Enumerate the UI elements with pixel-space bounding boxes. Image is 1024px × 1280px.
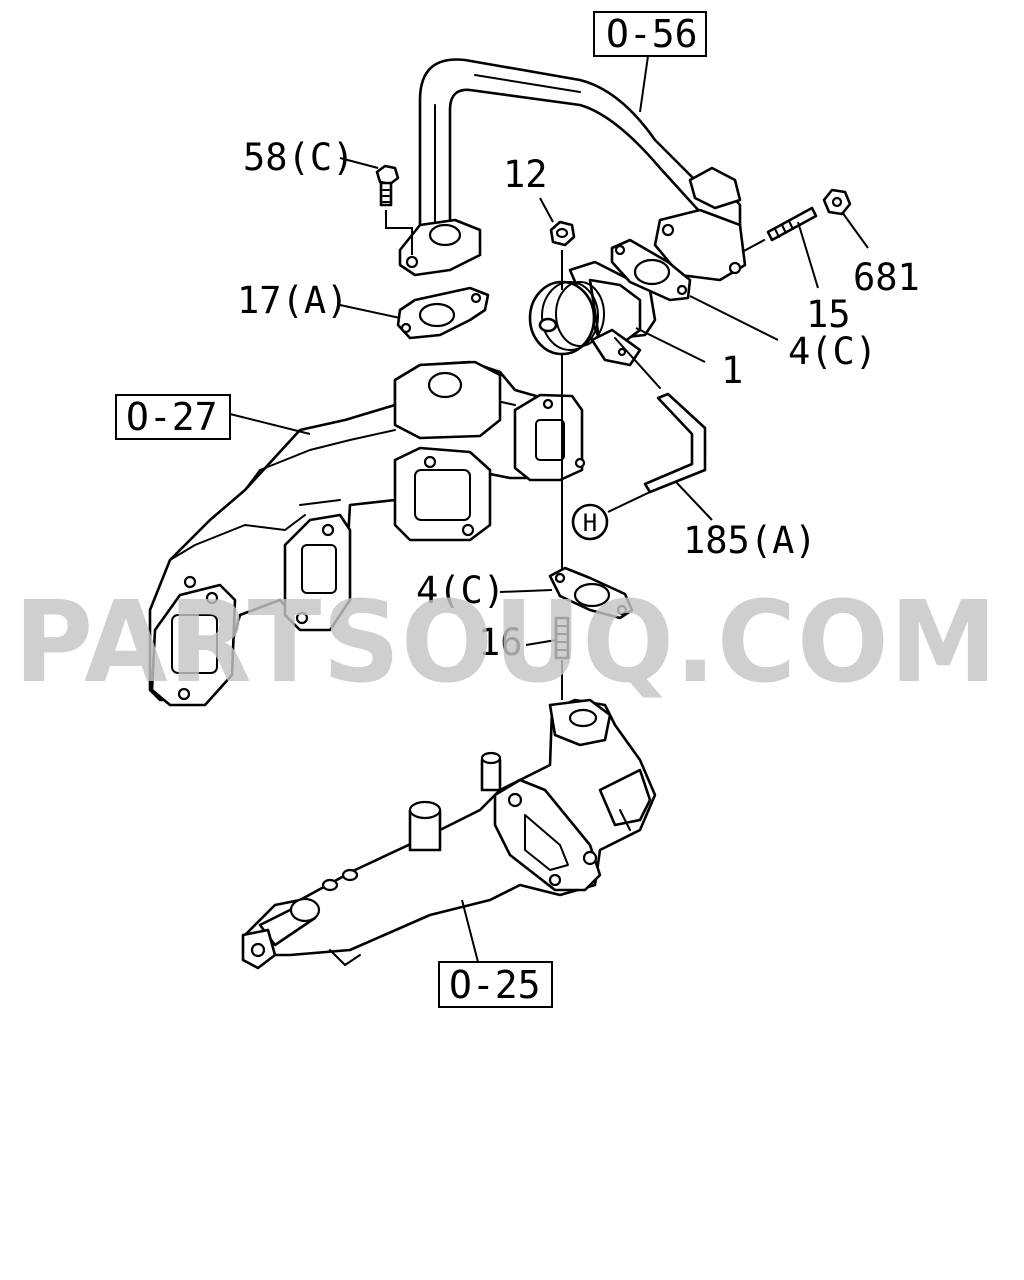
stud-long-leader: [797, 221, 819, 289]
svg-text:O-56: O-56: [606, 12, 698, 56]
callout-egr-valve: 1: [721, 349, 743, 392]
gasket-c-upper: [610, 238, 692, 302]
callout-gasket-c-lower: 4(C): [416, 569, 505, 612]
gasket-a-leader: [339, 304, 401, 319]
stud-long: [766, 206, 818, 242]
egr-valve: [528, 260, 661, 389]
gasket-c-lower: [548, 566, 634, 620]
bolt: [375, 164, 400, 207]
ref-left-leader: [229, 413, 311, 435]
stud-short-leader: [525, 639, 557, 646]
egr-pipe: [398, 58, 747, 282]
bolt-leader: [339, 157, 379, 169]
gasket-a: [396, 286, 490, 340]
flange-nut: [822, 188, 852, 216]
bolt-assembly-line: [385, 210, 413, 255]
callout-flange-nut: 681: [853, 256, 920, 299]
gasket-c-upper-leader: [689, 295, 779, 341]
callout-gasket-c-upper: 4(C): [788, 330, 877, 373]
intake-manifold: [241, 698, 657, 970]
ref-top-leader: [639, 55, 649, 113]
ref-bottom-leader: [461, 899, 479, 963]
hose-leader: [675, 481, 713, 521]
ref-box-left: O-27: [115, 394, 231, 440]
callout-stud-short: 16: [478, 621, 523, 664]
nut-top-leader: [539, 197, 554, 223]
svg-text:O-27: O-27: [126, 395, 218, 439]
callout-hose: 185(A): [683, 519, 817, 562]
stud-centerline: [741, 237, 769, 253]
flange-nut-leader: [841, 211, 869, 249]
stud-short: [554, 616, 570, 660]
hose-marker: H: [571, 503, 609, 541]
hose: [643, 392, 707, 494]
callout-stud-long: 15: [806, 293, 851, 336]
egr-valve-leader: [635, 327, 706, 363]
ref-box-bottom: O-25: [438, 961, 553, 1008]
callout-nut-top: 12: [503, 153, 548, 196]
hose-marker-text: H: [583, 509, 597, 537]
hose-marker-leader: [607, 491, 651, 513]
gasket-c-lower-leader: [499, 589, 553, 593]
exhaust-manifold: [148, 360, 586, 707]
nut-top: [549, 220, 576, 247]
svg-text:O-25: O-25: [449, 963, 541, 1007]
ref-box-top: O-56: [593, 11, 707, 57]
callout-bolt: 58(C): [243, 136, 354, 179]
callout-gasket-a: 17(A): [237, 279, 348, 322]
watermark: PARTSOUQ.COM: [14, 578, 998, 708]
